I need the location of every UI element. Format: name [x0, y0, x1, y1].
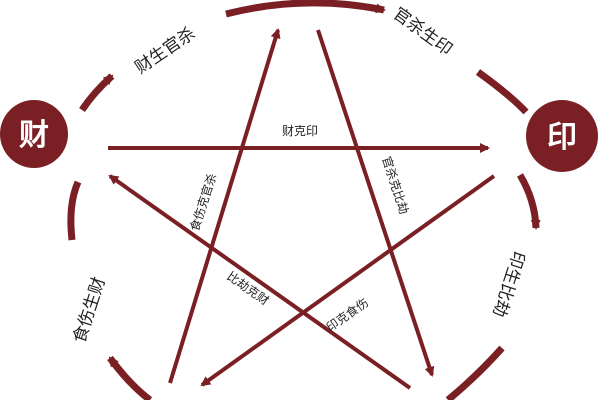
- node-yin-label: 印: [547, 120, 577, 155]
- star-label-bottom-right: 印克食伤: [323, 295, 371, 335]
- star-lines: [108, 28, 496, 390]
- arc-right-lower: [516, 173, 541, 230]
- node-yin: 印: [526, 100, 598, 172]
- arc-left-lower: [67, 180, 82, 241]
- arc-bottom-left: [107, 355, 153, 400]
- star-line-yin-ke-shishang: [200, 174, 496, 387]
- node-cai: 财: [0, 100, 68, 168]
- arc-top: [225, 0, 386, 18]
- node-yin-circle: [526, 100, 598, 172]
- cycle-arcs: [67, 0, 541, 400]
- cycle-label-top-left: 财生官杀: [132, 24, 200, 79]
- arc-left-upper: [79, 73, 115, 112]
- arc-right-upper: [475, 69, 529, 115]
- star-line-guansha-ke-bijie: [316, 29, 435, 377]
- star-line-shishang-ke-guansha: [168, 28, 281, 384]
- star-label-left-diag: 食伤克官杀: [187, 171, 220, 233]
- star-label-right-diag: 官杀克比劫: [379, 154, 412, 216]
- arc-bottom-right: [445, 345, 505, 400]
- node-cai-label: 财: [19, 118, 49, 153]
- cycle-label-right-lower: 印生比劫: [488, 248, 528, 319]
- cycle-label-top-right: 官杀生印: [389, 4, 456, 60]
- star-label-horizontal: 财克印: [282, 124, 318, 138]
- cycle-label-left-lower: 食伤生财: [70, 275, 110, 346]
- node-cai-circle: [0, 100, 68, 168]
- star-line-bijie-ke-cai: [108, 174, 412, 390]
